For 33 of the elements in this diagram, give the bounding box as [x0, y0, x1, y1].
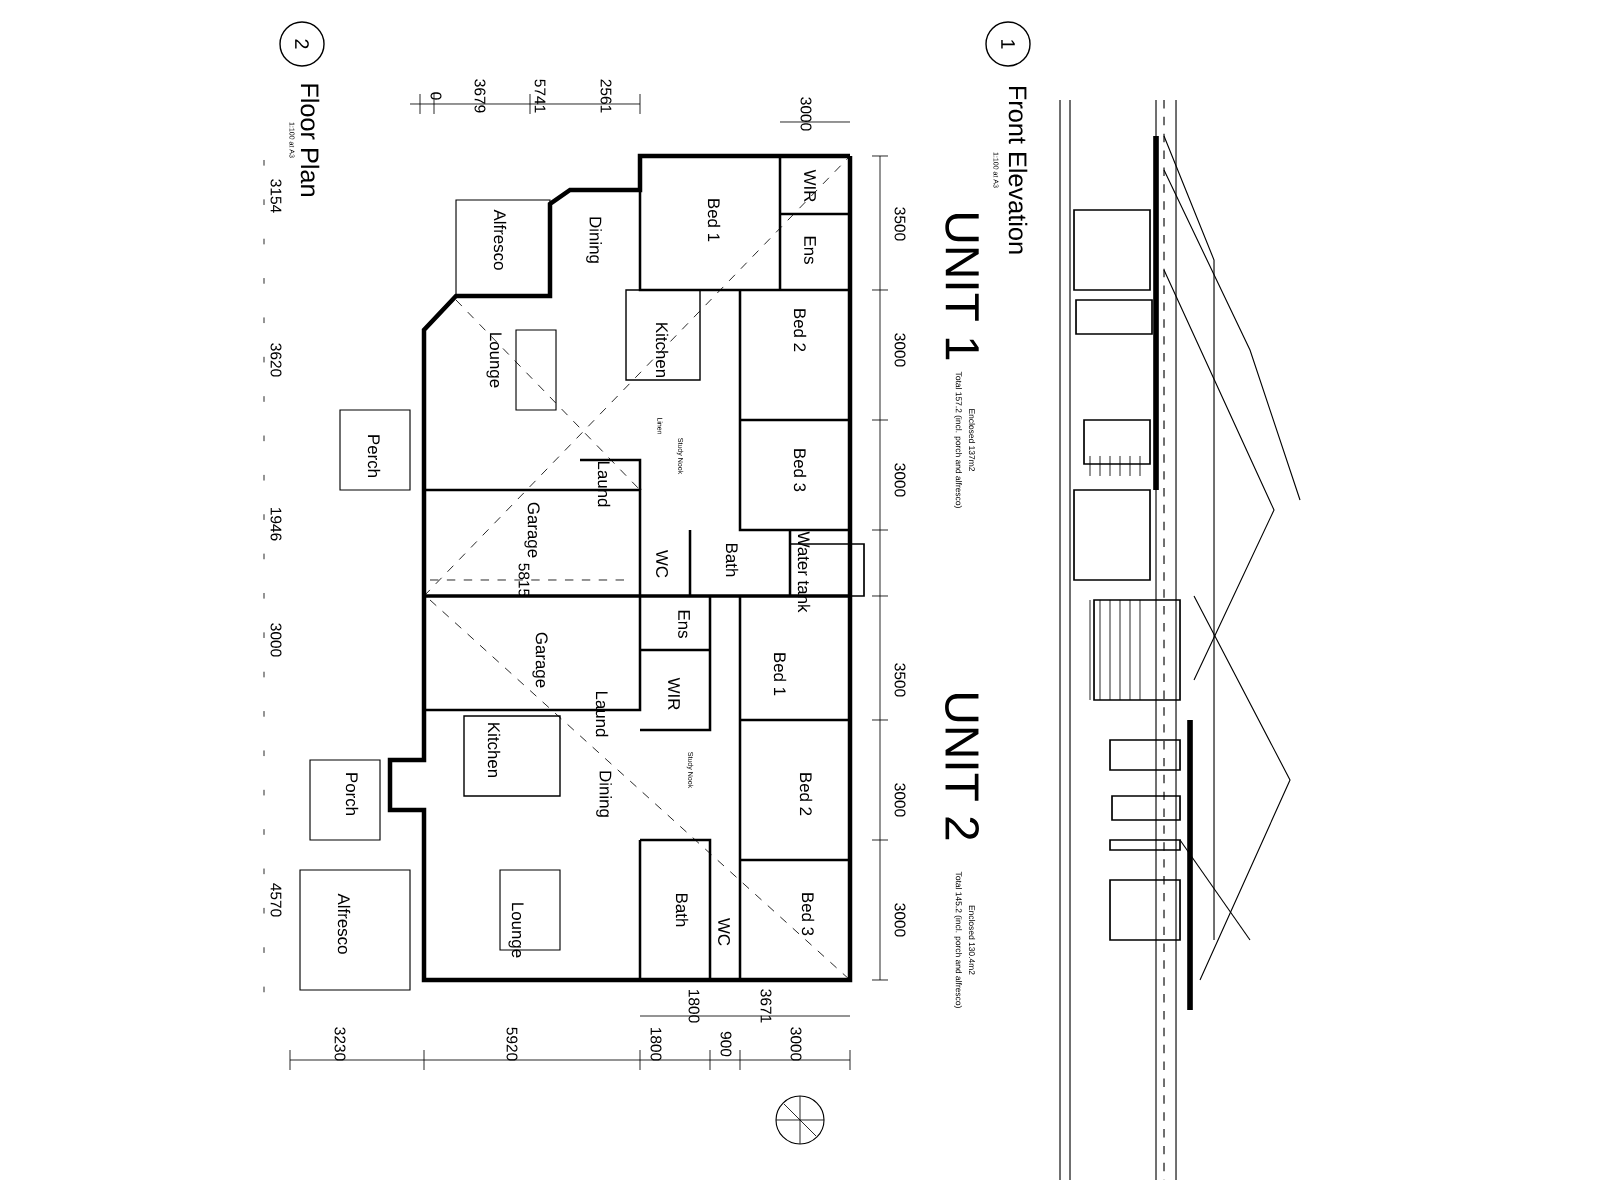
- room-label: WIR: [804, 169, 816, 202]
- drawing-title: Front Elevation: [1008, 86, 1028, 254]
- room-label: Perch: [367, 435, 381, 477]
- room-label: Alfresco: [493, 209, 507, 270]
- room-label: WC: [656, 550, 668, 578]
- drawing-title: Floor Plan: [300, 84, 320, 196]
- room-label: Ens: [678, 610, 690, 638]
- room-label: Bed 1: [707, 199, 721, 242]
- room-label: Bath: [725, 544, 739, 577]
- room-label: Bed 3: [801, 893, 815, 936]
- room-label: Bed 1: [773, 653, 787, 696]
- room-label: Bed 2: [799, 773, 813, 816]
- callout-number: 1: [985, 21, 1031, 67]
- room-label: Kitchen: [487, 723, 501, 778]
- unit-title: UNIT 2: [945, 694, 979, 840]
- room-label: Garage: [524, 502, 540, 558]
- room-label: Dining: [586, 217, 602, 263]
- callout-number: 2: [279, 21, 325, 67]
- room-label: Lounge: [508, 903, 524, 958]
- room-label: Laund: [595, 691, 609, 737]
- room-label: Porch: [345, 773, 359, 815]
- room-label: Bath: [675, 894, 689, 927]
- room-label: Ens: [804, 236, 816, 264]
- room-label: WIR: [668, 677, 680, 710]
- room-label: Alfresco: [337, 893, 351, 954]
- room-label: Bed 2: [793, 309, 807, 352]
- room-label: Kitchen: [655, 323, 669, 378]
- room-label: Bed 3: [793, 449, 807, 492]
- room-label: WC: [718, 918, 730, 946]
- unit-title: UNIT 1: [945, 214, 979, 360]
- room-label: Dining: [596, 771, 612, 817]
- room-label: Garage: [532, 632, 548, 688]
- room-label: Lounge: [486, 333, 502, 388]
